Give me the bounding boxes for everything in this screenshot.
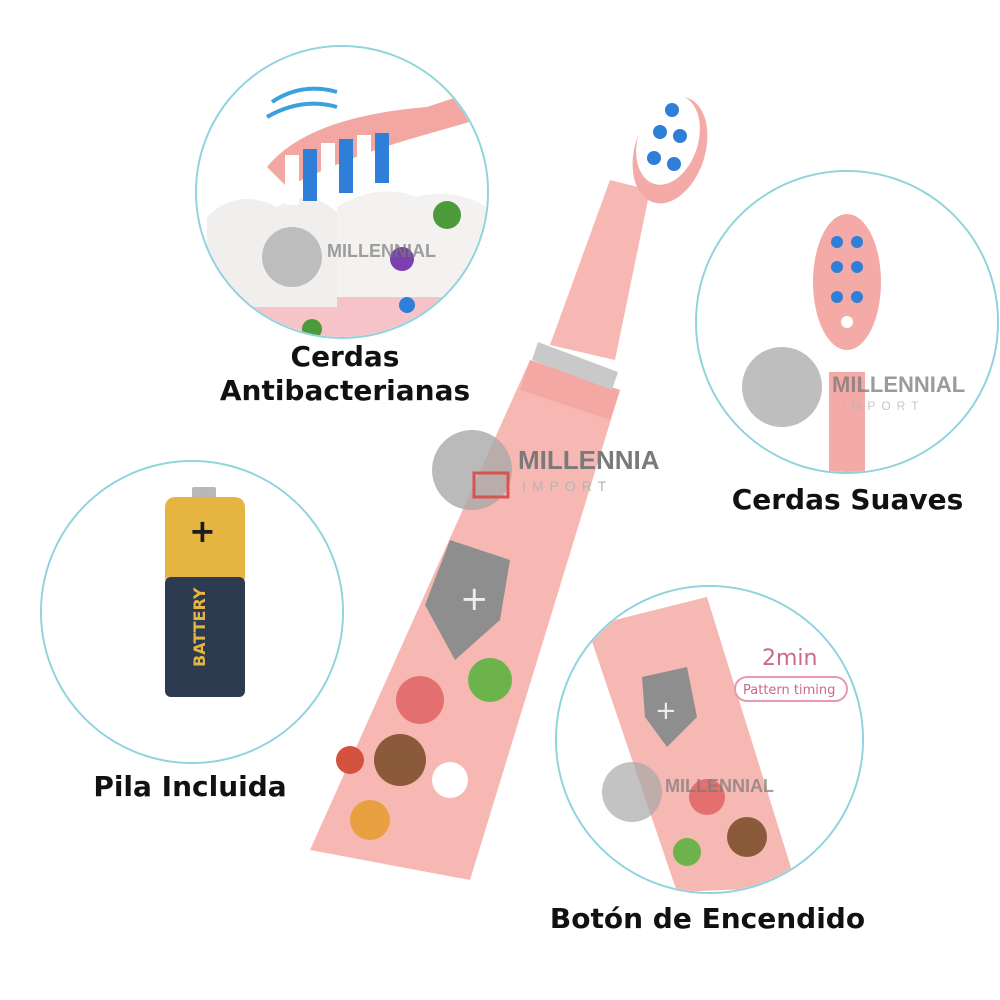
- cartoon-decoration-closeup: [673, 779, 767, 866]
- toothbrush-image: +: [310, 95, 708, 880]
- germ-icons: [302, 201, 461, 337]
- svg-text:BATTERY: BATTERY: [190, 587, 209, 667]
- chrome-ring: [532, 342, 618, 390]
- timer-minutes: 2min: [762, 646, 817, 671]
- watermark-logo-bottom: MILLENNIAL: [602, 762, 774, 822]
- svg-text:IMPORT: IMPORT: [522, 478, 612, 494]
- svg-text:+: +: [189, 512, 216, 550]
- bristle-pattern: [831, 236, 863, 328]
- power-button-circle: + 2min Pattern timing MILLENNIAL: [555, 585, 864, 894]
- brush-head-front: [813, 214, 881, 350]
- svg-text:MILLENNIAL: MILLENNIAL: [665, 776, 774, 796]
- power-button: [425, 540, 510, 660]
- watermark-logo: MILLENNIAL IMPORT: [432, 430, 660, 510]
- soft-bristles-circle: MILLENNIAL IMPORT: [695, 170, 999, 474]
- power-button-closeup: [642, 667, 697, 747]
- timer-label: Pattern timing: [743, 683, 835, 698]
- label-soft: Cerdas Suaves: [731, 483, 964, 516]
- svg-text:MILLENNIAL: MILLENNIAL: [327, 241, 436, 261]
- vibration-waves: [266, 86, 338, 119]
- svg-text:IMPORT: IMPORT: [842, 399, 924, 413]
- label-antibacterial: Cerdas Antibacterianas: [219, 340, 471, 407]
- label-battery: Pila Incluida: [93, 770, 287, 803]
- brush-bristles: [636, 95, 700, 185]
- svg-text:MILLENNIAL: MILLENNIAL: [518, 445, 660, 475]
- svg-text:+: +: [460, 579, 489, 619]
- watermark-logo-small: MILLENNIAL: [262, 227, 436, 287]
- cartoon-decoration: [336, 658, 512, 840]
- svg-text:MILLENNIAL: MILLENNIAL: [832, 372, 965, 397]
- label-power-button: Botón de Encendido: [549, 902, 866, 935]
- bristle-tufts: [285, 133, 389, 205]
- battery-circle: + BATTERY: [40, 460, 344, 764]
- watermark-logo-right: MILLENNIAL IMPORT: [742, 347, 965, 427]
- antibacterial-bristles-circle: MILLENNIAL: [195, 45, 489, 339]
- svg-text:+: +: [655, 696, 677, 726]
- brush-neck: [550, 180, 650, 360]
- timer-pill: [734, 676, 848, 702]
- battery-icon: + BATTERY: [165, 487, 245, 697]
- brush-neck-closeup: [829, 372, 865, 472]
